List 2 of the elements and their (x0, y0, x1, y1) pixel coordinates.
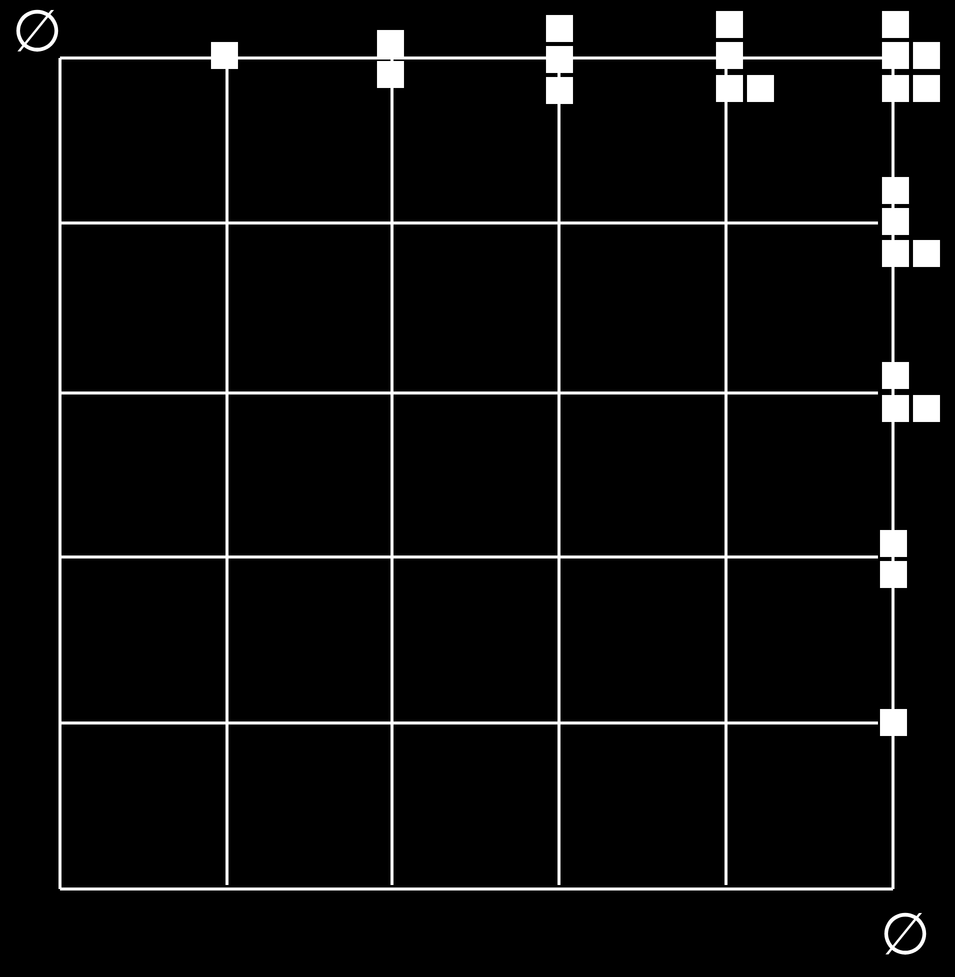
empty-set-symbol: ∅ (880, 905, 931, 963)
empty-set-symbol: ∅ (12, 2, 63, 60)
